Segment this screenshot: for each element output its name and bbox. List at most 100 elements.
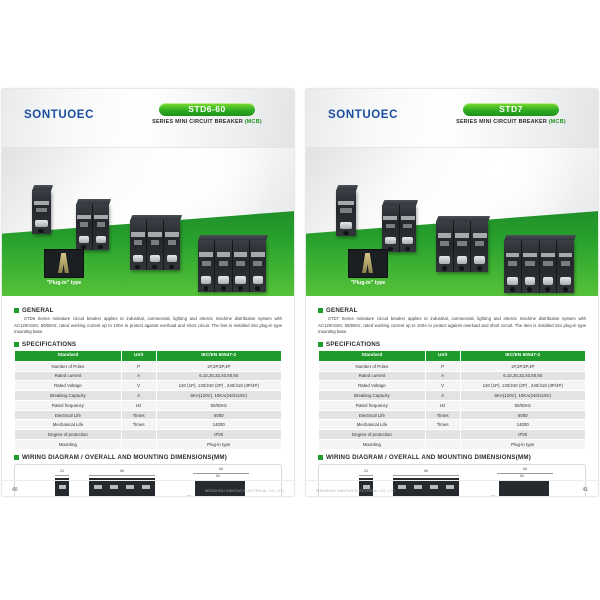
cell-value: Plug-in type bbox=[459, 439, 586, 450]
series-subtitle: SERIES MINI CIRCUIT BREAKER (MCB) bbox=[436, 119, 586, 125]
diagram-title: WIRING DIAGRAM / OVERALL AND MOUNTING DI… bbox=[326, 453, 531, 461]
cell-value: 1P,2P,3P,4P bbox=[155, 360, 282, 372]
table-row: Mounting Plug-in type bbox=[318, 439, 586, 450]
plug-in-thumbnail-group: "Plug-in" type bbox=[340, 249, 396, 286]
series-subtitle-text: SERIES MINI CIRCUIT BREAKER bbox=[456, 119, 548, 125]
cell-parameter: Electrical Life bbox=[14, 409, 122, 421]
cell-unit bbox=[120, 429, 157, 440]
cell-unit: Times bbox=[424, 419, 461, 431]
series-tag-group: STD7 SERIES MINI CIRCUIT BREAKER (MCB) bbox=[436, 103, 586, 125]
plug-in-terminal-image bbox=[44, 249, 84, 278]
cell-unit: A bbox=[424, 370, 461, 382]
cell-parameter: Rated current bbox=[318, 370, 426, 382]
column-header-iec: IEC/EN 60947-2 bbox=[459, 349, 586, 362]
cell-value: 120 (1P), 120/240 (2P) , 240/415 (3P/4P) bbox=[155, 380, 282, 392]
cell-value: 6000 bbox=[155, 409, 282, 421]
cell-parameter: Electrical Life bbox=[318, 409, 426, 421]
specifications-section-heading: SPECIFICATIONS bbox=[14, 341, 282, 348]
series-badge: STD7 bbox=[463, 103, 559, 116]
dim-height: 76 bbox=[491, 495, 495, 496]
cell-unit bbox=[424, 429, 461, 440]
company-name: WENZHOU SANTUO ELECTRICAL CO.,LTD bbox=[316, 488, 396, 493]
brand-logo: SONTUOEC bbox=[24, 109, 94, 121]
series-tag-group: STD6-60 SERIES MINI CIRCUIT BREAKER (MCB… bbox=[132, 103, 282, 125]
table-row: Degree of protection IP20 bbox=[318, 429, 586, 440]
cell-value: Plug-in type bbox=[155, 439, 282, 450]
cell-parameter: Mounting bbox=[318, 439, 426, 450]
cell-parameter: Degree of protection bbox=[318, 429, 426, 440]
general-description: STD6 Series miniature circuit breaker ap… bbox=[14, 316, 282, 335]
series-subtitle-mcb: (MCB) bbox=[548, 119, 566, 125]
dim-depth-inner: 60 bbox=[520, 473, 524, 478]
cell-value: 50/60Hz bbox=[459, 399, 586, 411]
cell-unit: Hz bbox=[120, 399, 157, 411]
specifications-table: Standard Unit IEC/EN 60947-2 Number of P… bbox=[14, 349, 282, 450]
product-hero: "Plug-in" type bbox=[306, 148, 598, 296]
bullet-square-icon bbox=[14, 308, 19, 313]
general-description: STD7 Series miniature circuit breaker ap… bbox=[318, 316, 586, 335]
cell-unit: Times bbox=[120, 409, 157, 421]
dim-height: 76 bbox=[187, 495, 191, 496]
product-breaker-4p bbox=[198, 235, 269, 292]
page-footer: 40 WENZHOU SANTUO ELECTRICAL CO.,LTD bbox=[2, 480, 294, 496]
specifications-table: Standard Unit IEC/EN 60947-2 Number of P… bbox=[318, 349, 586, 450]
cell-value: IP20 bbox=[155, 429, 282, 440]
cell-parameter: Rated Voltage bbox=[318, 380, 426, 392]
column-header-unit: Unit bbox=[424, 349, 461, 362]
bullet-square-icon bbox=[14, 341, 19, 347]
plug-in-terminal-image bbox=[348, 249, 388, 278]
bullet-square-icon bbox=[318, 341, 323, 347]
catalog-page-right: SONTUOEC STD7 SERIES MINI CIRCUIT BREAKE… bbox=[306, 89, 598, 496]
diagram-section-heading: WIRING DIAGRAM / OVERALL AND MOUNTING DI… bbox=[14, 454, 282, 461]
page-header: SONTUOEC STD6-60 SERIES MINI CIRCUIT BRE… bbox=[2, 89, 294, 148]
brand-logo: SONTUOEC bbox=[328, 109, 398, 121]
dim-width-multi: 88 bbox=[120, 468, 124, 473]
general-title: GENERAL bbox=[22, 307, 54, 314]
dim-depth: 68 bbox=[219, 466, 223, 471]
plug-in-caption: "Plug-in" type bbox=[46, 280, 82, 286]
cell-unit: Times bbox=[120, 419, 157, 431]
specifications-title: SPECIFICATIONS bbox=[326, 340, 381, 348]
product-breaker-3p bbox=[130, 215, 183, 270]
general-section-heading: GENERAL bbox=[14, 307, 282, 314]
table-row: Mounting Plug-in type bbox=[14, 439, 282, 450]
cell-value: 14000 bbox=[459, 419, 586, 431]
cell-parameter: Degree of protection bbox=[14, 429, 122, 440]
column-header-iec: IEC/EN 60947-2 bbox=[155, 349, 282, 362]
cell-parameter: Breaking Capacity bbox=[14, 390, 122, 401]
cell-parameter: Mechanical Life bbox=[14, 419, 122, 431]
cell-parameter: Mounting bbox=[14, 439, 122, 450]
cell-value: IP20 bbox=[459, 429, 586, 440]
bullet-square-icon bbox=[14, 454, 19, 460]
general-section-heading: GENERAL bbox=[318, 307, 586, 314]
series-subtitle-mcb: (MCB) bbox=[244, 119, 262, 125]
cell-parameter: Rated Voltage bbox=[14, 380, 122, 392]
dimension-diagram: 24 88 68 60 76 bbox=[318, 463, 586, 496]
cell-value: 6000 bbox=[459, 409, 586, 421]
specifications-title: SPECIFICATIONS bbox=[22, 340, 77, 348]
cell-unit: Hz bbox=[424, 399, 461, 411]
table-header-row: Standard Unit IEC/EN 60947-2 bbox=[14, 349, 282, 362]
cell-unit bbox=[120, 439, 157, 450]
column-header-standard: Standard bbox=[318, 349, 426, 362]
cell-unit: V bbox=[424, 380, 461, 392]
product-breaker-2p bbox=[382, 200, 419, 252]
general-title: GENERAL bbox=[326, 307, 358, 314]
page-number: 41 bbox=[582, 487, 588, 493]
page-content: GENERAL STD7 Series miniature circuit br… bbox=[306, 296, 598, 496]
diagram-title: WIRING DIAGRAM / OVERALL AND MOUNTING DI… bbox=[22, 453, 227, 461]
cell-unit: V bbox=[120, 380, 157, 392]
catalog-spread: SONTUOEC STD6-60 SERIES MINI CIRCUIT BRE… bbox=[0, 89, 600, 496]
product-breaker-1p bbox=[336, 185, 359, 236]
product-breaker-4p bbox=[504, 235, 577, 293]
dimension-diagram: 24 88 68 60 76 bbox=[14, 463, 282, 496]
product-breaker-1p bbox=[32, 185, 54, 234]
cell-unit: P bbox=[424, 360, 461, 372]
